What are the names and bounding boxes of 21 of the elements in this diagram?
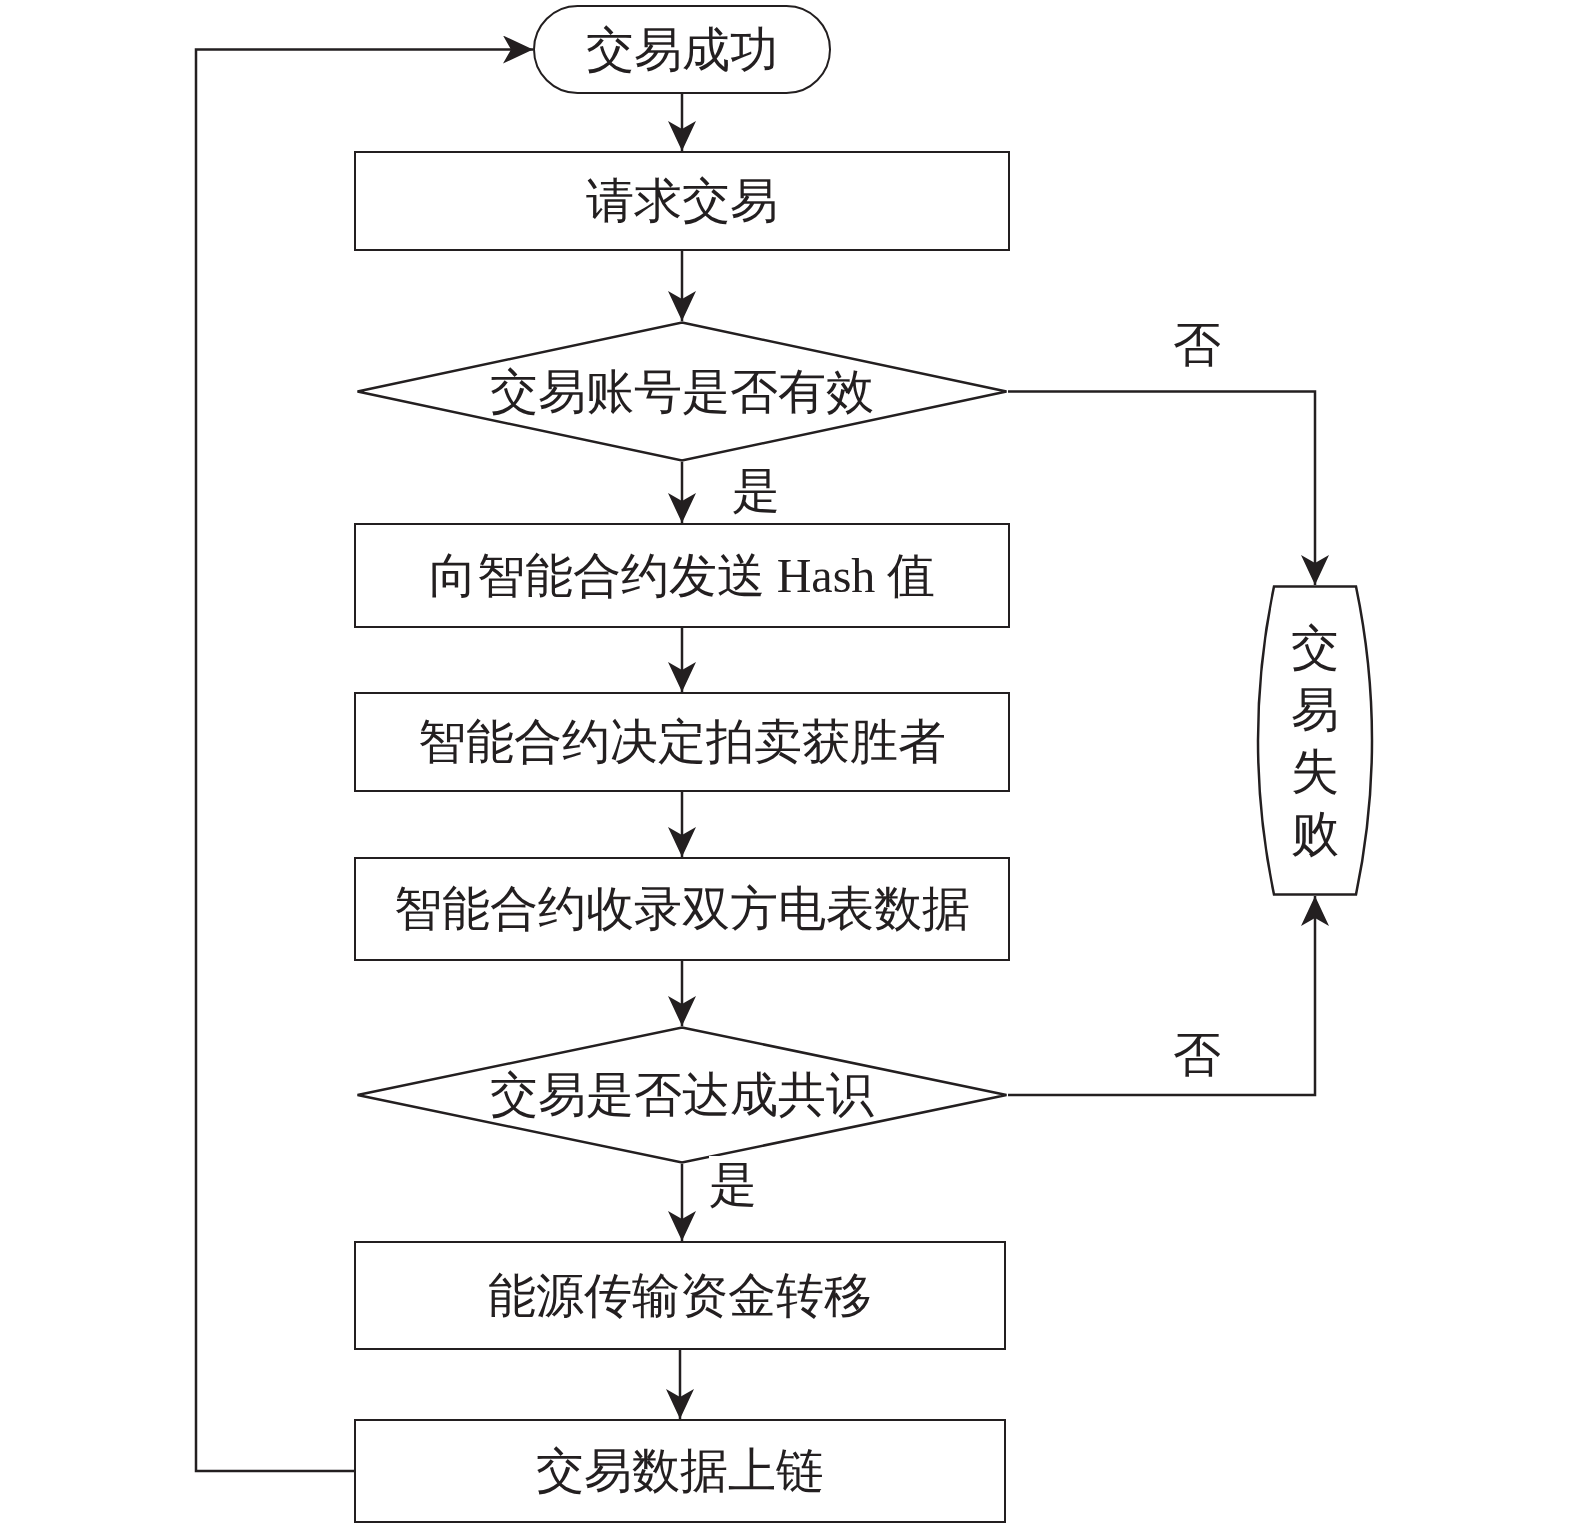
arrow (668, 792, 696, 857)
arrow (668, 628, 696, 692)
arrow (668, 94, 696, 151)
terminal-box: 交易成功 (533, 5, 831, 94)
process-box: 向智能合约发送 Hash 值 (354, 523, 1010, 628)
process-box: 能源传输资金转移 (354, 1241, 1006, 1350)
arrow (1008, 390, 1329, 585)
terminal-box: 交易失败 (1256, 585, 1374, 896)
process-box: 智能合约收录双方电表数据 (354, 857, 1010, 961)
arrow (668, 1164, 696, 1241)
arrow (194, 35, 533, 1473)
decision-diamond: 交易账号是否有效 (356, 321, 1008, 462)
process-box: 智能合约决定拍卖获胜者 (354, 692, 1010, 792)
arrow (1008, 896, 1329, 1097)
arrow (666, 1350, 694, 1419)
arrow (668, 462, 696, 523)
arrow (668, 961, 696, 1026)
arrow (668, 251, 696, 321)
process-box: 请求交易 (354, 151, 1010, 251)
decision-diamond: 交易是否达成共识 (356, 1026, 1008, 1164)
process-box: 交易数据上链 (354, 1419, 1006, 1523)
